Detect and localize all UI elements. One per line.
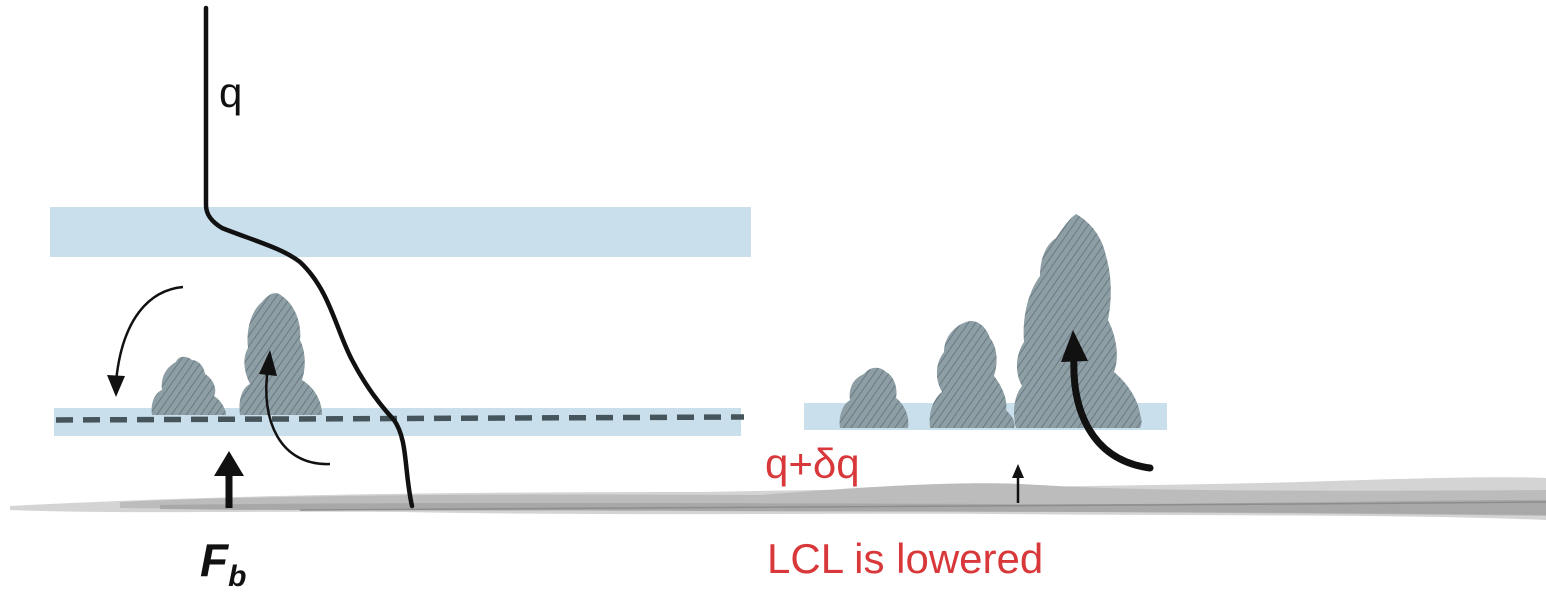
- cloud-small-right: [839, 367, 909, 428]
- perturbed-humidity-label: q+δq: [765, 440, 860, 487]
- surface-flux-label: Fb: [200, 537, 246, 592]
- updraft-curved-arrow-left: [265, 367, 331, 466]
- humidity-label: q: [219, 69, 243, 116]
- flux-symbol: F: [200, 534, 229, 586]
- flux-subscript: b: [228, 560, 247, 593]
- cloud-medium-right: [929, 320, 1015, 428]
- lcl-lowered-label: LCL is lowered: [767, 535, 1044, 582]
- dashed-lcl-line: [55, 414, 745, 423]
- upper-layer-band: [50, 207, 751, 257]
- cloud-small-left: [151, 356, 226, 415]
- subsidence-curved-arrow: [114, 285, 184, 383]
- ground-surface: [10, 477, 1546, 520]
- humidity-profile-curve: [203, 5, 415, 509]
- updraft-curved-arrow-right: [1070, 354, 1154, 472]
- cloud-medium-left: [239, 293, 322, 415]
- cloud-large-right: [1014, 214, 1142, 428]
